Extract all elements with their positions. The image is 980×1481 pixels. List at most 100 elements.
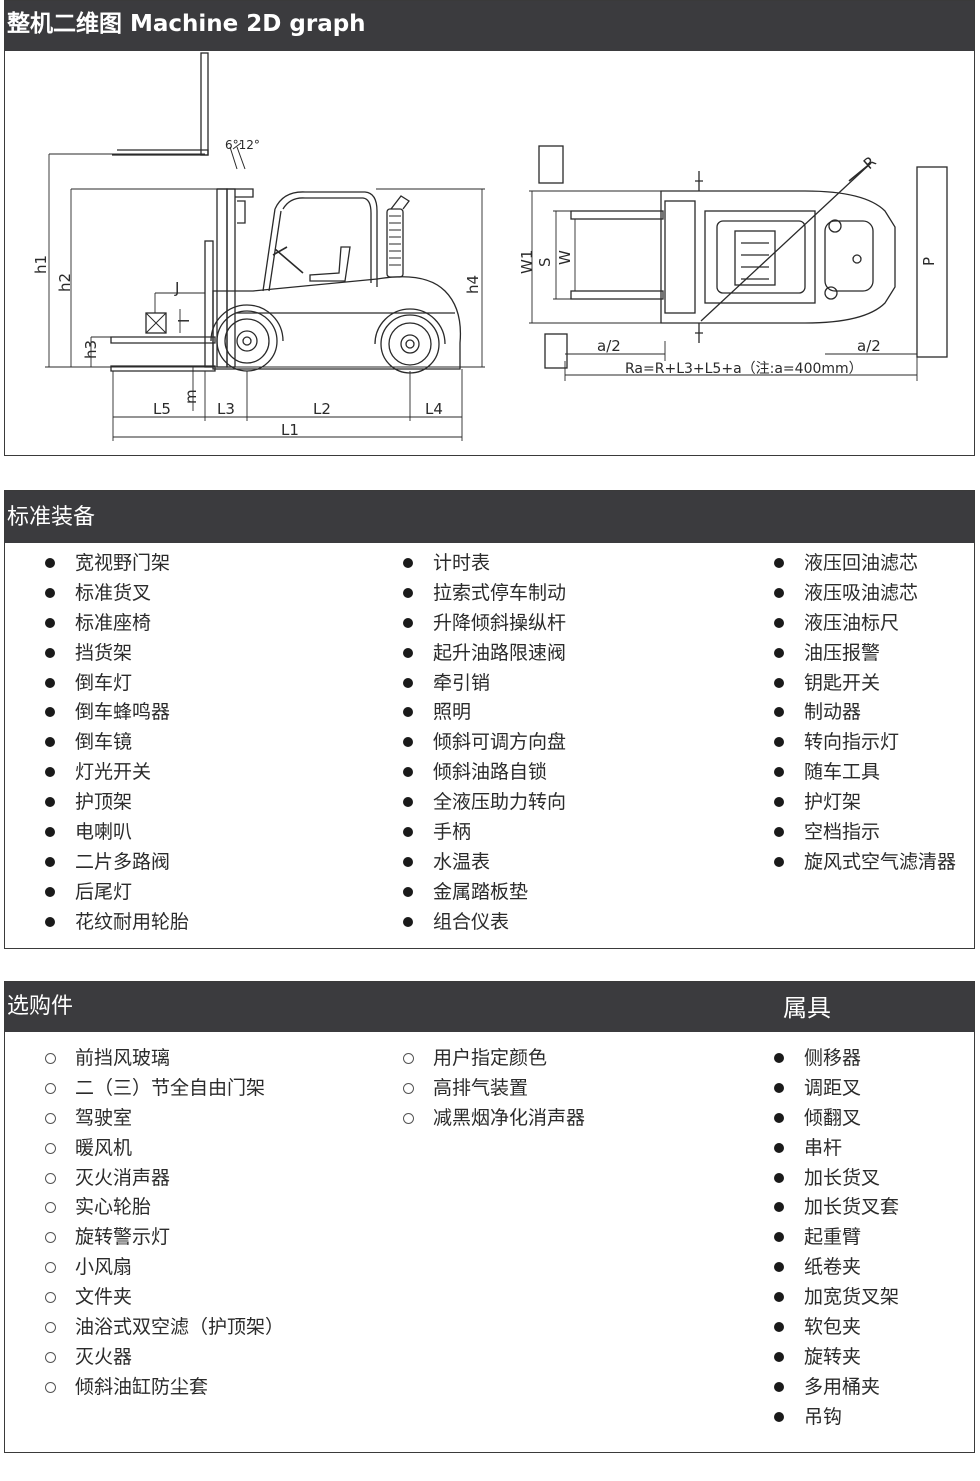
bullet-icon — [403, 737, 413, 748]
bullet-icon — [774, 827, 784, 838]
list-item-label: 空档指示 — [804, 821, 881, 844]
options-title: 选购件 — [7, 994, 74, 1019]
list-item: 加长货叉 — [734, 1163, 974, 1193]
bullet-icon — [774, 1053, 784, 1063]
list-item-label: 液压吸油滤芯 — [804, 581, 919, 604]
standard-list-col3: 液压回油滤芯 液压吸油滤芯 液压油标尺 油压报警 钥匙开关 制动器 转向指示灯 … — [734, 548, 974, 877]
list-item-label: 倾翻叉 — [804, 1106, 862, 1129]
list-item-label: 二片多路阀 — [75, 850, 171, 873]
dim-label-h2: h2 — [56, 273, 74, 292]
list-item: 吊钩 — [734, 1402, 974, 1432]
bullet-icon — [403, 797, 413, 808]
dim-label-w: W — [556, 250, 574, 265]
tilt-angle-label: 6°12° — [225, 138, 260, 152]
bullet-icon — [774, 647, 784, 658]
mast-outer — [204, 240, 214, 368]
list-item-label: 倒车灯 — [75, 671, 133, 694]
list-item: 二片多路阀 — [5, 847, 365, 877]
list-item: 全液压助力转向 — [363, 787, 733, 817]
list-item-label: 软包夹 — [804, 1316, 862, 1339]
dim-label-h1: h1 — [32, 255, 50, 274]
list-item-label: 升降倾斜操纵杆 — [433, 611, 567, 634]
bullet-icon — [774, 737, 784, 748]
list-item: 钥匙开关 — [734, 668, 974, 698]
list-item-label: 旋转夹 — [804, 1345, 862, 1368]
list-item: 灯光开关 — [5, 757, 365, 787]
dim-label-l1: L1 — [281, 421, 299, 439]
list-item: 拉索式停车制动 — [363, 578, 733, 608]
list-item: 小风扇 — [5, 1252, 365, 1282]
bullet-icon — [45, 767, 55, 778]
list-item: 前挡风玻璃 — [5, 1043, 365, 1073]
bullet-icon — [403, 856, 413, 867]
list-item-label: 减黑烟净化消声器 — [433, 1106, 586, 1129]
list-item-label: 纸卷夹 — [804, 1256, 862, 1279]
options-list-col1: 前挡风玻璃 二（三）节全自由门架 驾驶室 暖风机 灭火消声器 实心轮胎 旋转警示… — [5, 1043, 365, 1402]
bullet-icon — [45, 617, 55, 628]
list-item: 组合仪表 — [363, 907, 733, 937]
list-item-label: 全液压助力转向 — [433, 791, 567, 814]
list-item-label: 加宽货叉架 — [804, 1286, 900, 1309]
list-item-label: 倒车镜 — [75, 731, 133, 754]
rear-wheel — [380, 314, 440, 374]
list-item: 实心轮胎 — [5, 1192, 365, 1222]
bullet-icon — [45, 916, 55, 927]
machine-2d-graph-section: 整机二维图 Machine 2D graph — [4, 0, 975, 456]
list-item: 二（三）节全自由门架 — [5, 1073, 365, 1103]
circle-outline-icon — [45, 1322, 56, 1334]
list-item-label: 护灯架 — [804, 791, 862, 814]
list-item-label: 文件夹 — [75, 1286, 133, 1309]
list-item: 多用桶夹 — [734, 1372, 974, 1402]
forklift-diagram: h1 h2 h3 h4 J I m L5 L3 L2 L4 L1 6°12° W… — [32, 52, 948, 441]
list-item: 电喇叭 — [5, 817, 365, 847]
bullet-icon — [403, 677, 413, 688]
dim-label-j: J — [174, 279, 179, 297]
list-item-label: 驾驶室 — [75, 1106, 133, 1129]
dim-label-w1: W1 — [518, 250, 536, 274]
section-header-bar: 整机二维图 Machine 2D graph — [5, 1, 974, 51]
load-box-top — [538, 145, 564, 184]
list-item-label: 计时表 — [433, 552, 491, 574]
circle-outline-icon — [45, 1292, 56, 1304]
truck-top-outline — [660, 190, 896, 324]
p-box — [916, 166, 948, 358]
list-item: 倾翻叉 — [734, 1103, 974, 1133]
list-item: 文件夹 — [5, 1282, 365, 1312]
list-item: 倒车蜂鸣器 — [5, 697, 365, 727]
list-item: 串杆 — [734, 1133, 974, 1163]
bullet-icon — [774, 856, 784, 867]
list-item: 调距叉 — [734, 1073, 974, 1103]
bullet-icon — [774, 1112, 784, 1123]
list-item-label: 组合仪表 — [433, 910, 510, 933]
turning-radius-line — [700, 162, 872, 322]
list-item-label: 制动器 — [804, 701, 862, 724]
list-item-label: 照明 — [433, 701, 472, 724]
dim-label-h3: h3 — [82, 340, 100, 359]
list-item-label: 护顶架 — [75, 791, 133, 814]
bullet-icon — [774, 1381, 784, 1392]
options-list-col2: 用户指定颜色 高排气装置 减黑烟净化消声器 — [363, 1043, 733, 1133]
bullet-icon — [774, 587, 784, 598]
bullet-icon — [774, 1172, 784, 1183]
list-item-label: 牵引销 — [433, 671, 491, 694]
list-item-label: 后尾灯 — [75, 880, 133, 903]
list-item-label: 挡货架 — [75, 641, 133, 664]
list-item-label: 小风扇 — [75, 1256, 133, 1279]
dim-label-a-half-left: a/2 — [597, 337, 621, 355]
list-item: 金属踏板垫 — [363, 877, 733, 907]
list-item-label: 液压油标尺 — [804, 611, 900, 634]
bullet-icon — [774, 617, 784, 628]
bullet-icon — [45, 856, 55, 867]
standard-equipment-section: 标准装备 宽视野门架 标准货叉 标准座椅 挡货架 倒车灯 倒车蜂鸣器 倒车镜 灯… — [4, 490, 975, 949]
dim-label-h4: h4 — [464, 275, 482, 294]
circle-outline-icon — [45, 1232, 56, 1244]
bullet-icon — [774, 1292, 784, 1303]
list-item: 随车工具 — [734, 757, 974, 787]
list-item-label: 起升油路限速阀 — [433, 641, 567, 664]
list-item: 制动器 — [734, 697, 974, 727]
list-item-label: 电喇叭 — [75, 821, 133, 844]
bullet-icon — [774, 707, 784, 718]
dim-label-a-half-right: a/2 — [857, 337, 881, 355]
list-item-label: 二（三）节全自由门架 — [75, 1076, 266, 1099]
bullet-icon — [403, 617, 413, 628]
